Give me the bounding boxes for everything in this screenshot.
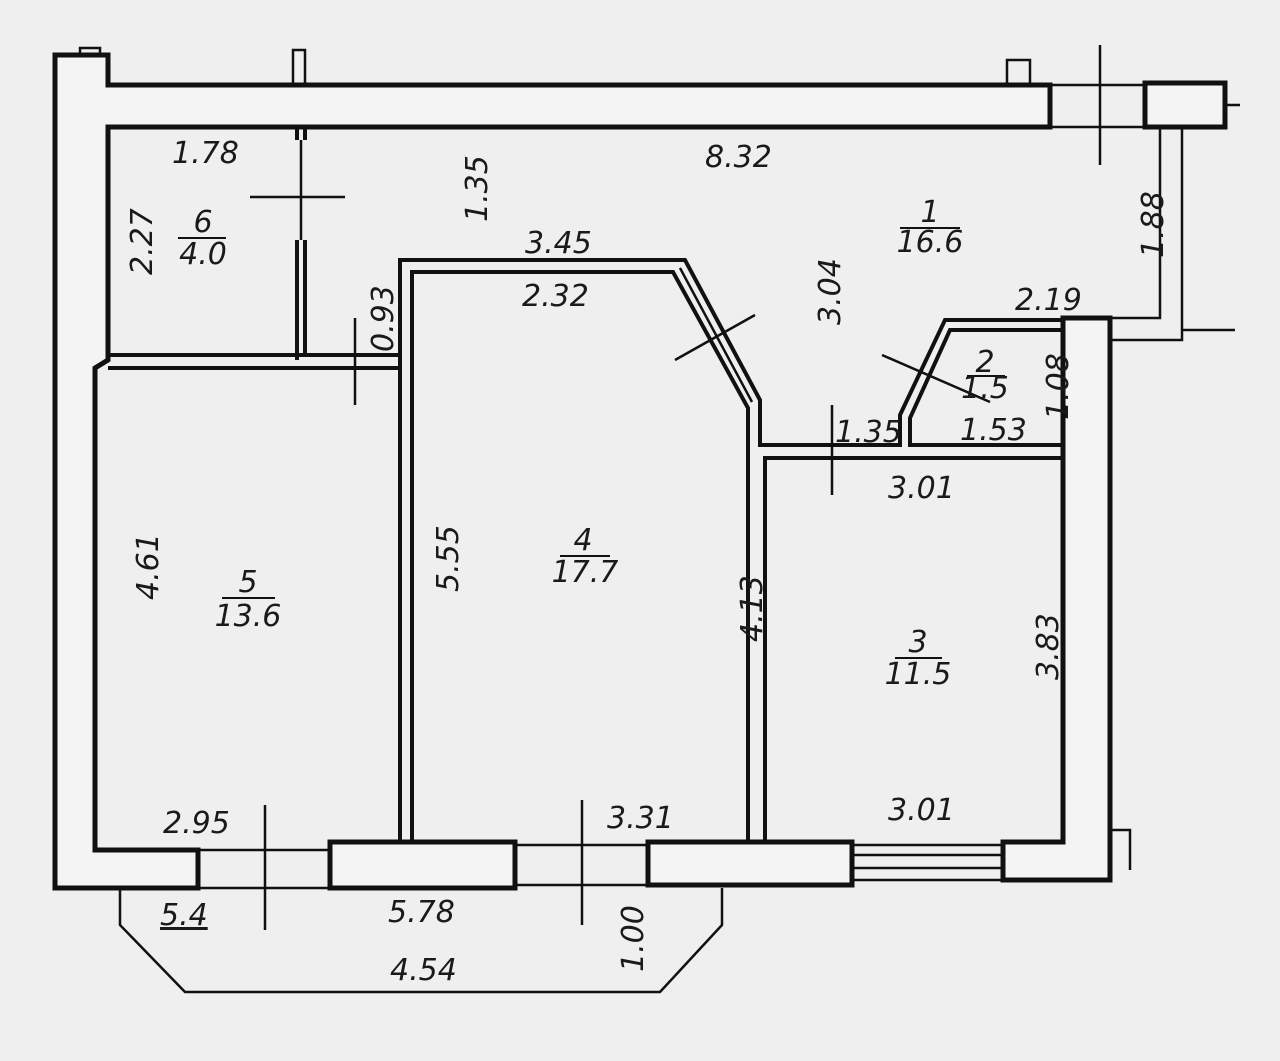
- dim-1-78: 1.78: [172, 136, 239, 171]
- svg-text:5: 5: [238, 565, 257, 600]
- dim-3-45: 3.45: [525, 226, 592, 261]
- room4-outer-partition: [398, 258, 790, 840]
- dimension-labels: 1.78 8.32 1.35 2.27 1.88 3.45 2.32 3.04 …: [125, 136, 1171, 988]
- room2-door: [830, 353, 991, 495]
- svg-text:6: 6: [193, 205, 212, 240]
- dim-5-55: 5.55: [431, 525, 466, 592]
- dim-3-04: 3.04: [813, 258, 848, 325]
- dim-4-54: 4.54: [390, 953, 457, 988]
- right-corner-block: [1142, 80, 1228, 130]
- svg-text:1.5: 1.5: [961, 371, 1009, 406]
- dim-1-35-mid: 1.35: [835, 415, 902, 450]
- dim-4-13: 4.13: [735, 575, 770, 642]
- chimney-left: [78, 46, 1032, 85]
- bottom-wall-segment-2: [645, 839, 855, 888]
- dim-2-19: 2.19: [1015, 283, 1082, 318]
- svg-text:4: 4: [573, 523, 592, 558]
- dim-1-35-top: 1.35: [460, 155, 495, 222]
- dim-1-08: 1.08: [1041, 353, 1076, 420]
- dim-3-01-top: 3.01: [888, 471, 955, 506]
- svg-text:16.6: 16.6: [897, 225, 964, 260]
- room-1-label: 116.6: [897, 195, 964, 260]
- room4-door: [353, 267, 756, 405]
- svg-text:1: 1: [920, 195, 939, 230]
- svg-text:11.5: 11.5: [885, 657, 952, 692]
- room-labels: 116.6 21.5 311.5 417.7 513.6 64.0: [178, 195, 1009, 692]
- dim-1-53: 1.53: [960, 413, 1027, 448]
- svg-text:3: 3: [908, 625, 927, 660]
- dim-3-83: 3.83: [1031, 613, 1066, 680]
- dim-1-88: 1.88: [1136, 191, 1171, 258]
- dim-2-27: 2.27: [125, 208, 160, 275]
- dim-5-4: 5.4: [160, 898, 208, 933]
- room-4-label: 417.7: [552, 523, 619, 590]
- room-5-label: 513.6: [215, 565, 282, 634]
- dim-1-00: 1.00: [616, 905, 651, 972]
- dim-3-01-bottom: 3.01: [888, 793, 955, 828]
- svg-text:13.6: 13.6: [215, 599, 282, 634]
- dim-2-95: 2.95: [163, 806, 230, 841]
- room-3-label: 311.5: [885, 625, 952, 692]
- room4-inner-partition: [410, 270, 750, 840]
- dim-0-93: 0.93: [366, 285, 401, 352]
- room3-partition: [763, 318, 1063, 840]
- svg-text:17.7: 17.7: [552, 555, 619, 590]
- svg-text:2: 2: [975, 345, 994, 380]
- dim-5-78: 5.78: [388, 895, 455, 930]
- walls: [52, 45, 1240, 994]
- svg-text:4.0: 4.0: [179, 237, 227, 272]
- dim-2-32: 2.32: [522, 279, 589, 314]
- dim-8-32: 8.32: [705, 140, 772, 175]
- room-6-label: 64.0: [178, 205, 227, 272]
- right-service-lines: [1050, 45, 1240, 342]
- bottom-wall-segment-1: [327, 839, 518, 891]
- room6-door: [250, 140, 345, 240]
- room-2-label: 21.5: [961, 345, 1009, 406]
- room6-partition: [108, 127, 400, 370]
- dim-4-61: 4.61: [131, 533, 166, 600]
- bay-window-balcony: [118, 800, 724, 994]
- dim-3-31: 3.31: [607, 801, 674, 836]
